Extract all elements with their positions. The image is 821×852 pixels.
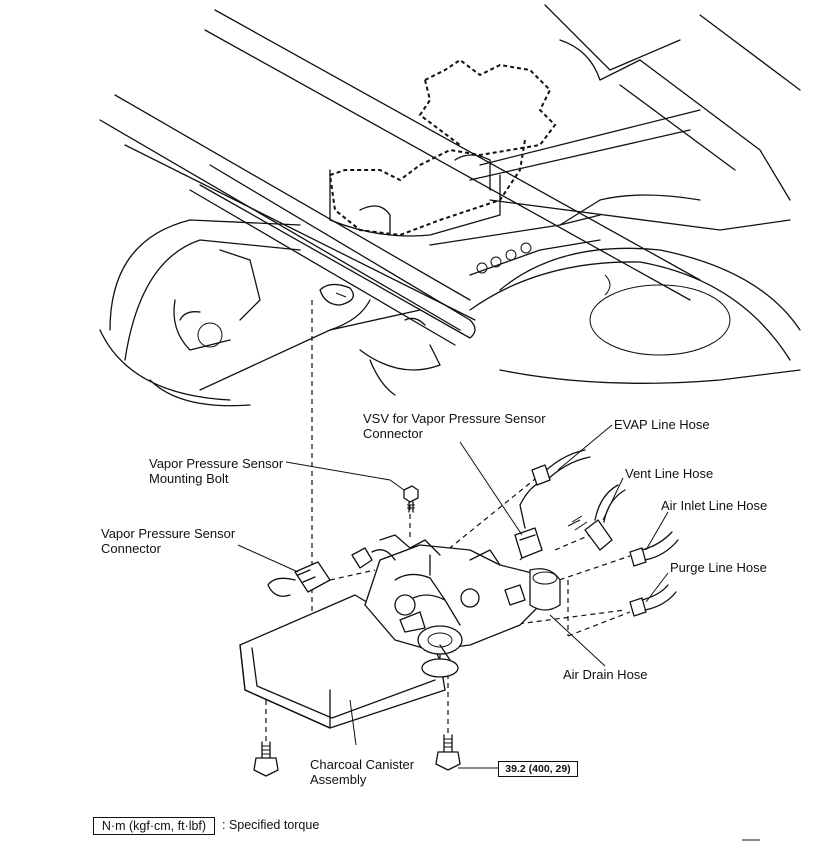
mounting-bolt-label-line2: Mounting Bolt	[149, 471, 229, 486]
evap-line-hose-label: EVAP Line Hose	[614, 417, 710, 432]
charcoal-canister-label-line1: Charcoal Canister	[310, 757, 415, 772]
air-drain-hose-label: Air Drain Hose	[563, 667, 648, 682]
charcoal-canister-icon	[239, 534, 561, 729]
vent-line-hose-label: Vent Line Hose	[625, 466, 714, 481]
bolt-icon	[253, 485, 461, 777]
vsv-connector-label: VSV for Vapor Pressure Sensor Connector	[363, 411, 546, 441]
torque-spec-box: 39.2 (400, 29)	[498, 761, 578, 777]
sensor-connector-label-line2: Connector	[101, 541, 161, 556]
charcoal-canister-label-line2: Assembly	[310, 772, 367, 787]
hose-icon	[531, 449, 679, 617]
sensor-connector-label: Vapor Pressure Sensor Connector	[101, 526, 235, 556]
vehicle-underbody	[99, 4, 801, 407]
sensor-connector-label-line1: Vapor Pressure Sensor	[101, 526, 236, 541]
mounting-bolt-label: Vapor Pressure Sensor Mounting Bolt	[149, 456, 283, 486]
connector-icon	[267, 479, 546, 597]
mounting-bolt-label-line1: Vapor Pressure Sensor	[149, 456, 284, 471]
purge-line-hose-label: Purge Line Hose	[670, 560, 767, 575]
charcoal-canister-label: Charcoal Canister Assembly	[310, 757, 414, 787]
air-inlet-line-hose-label: Air Inlet Line Hose	[661, 498, 768, 513]
vsv-connector-label-line1: VSV for Vapor Pressure Sensor	[363, 411, 546, 426]
torque-legend-description: : Specified torque	[222, 818, 320, 832]
vsv-connector-label-line2: Connector	[363, 426, 423, 441]
leader-lines	[237, 424, 669, 769]
torque-units-legend-box: N·m (kgf·cm, ft·lbf)	[93, 817, 215, 835]
